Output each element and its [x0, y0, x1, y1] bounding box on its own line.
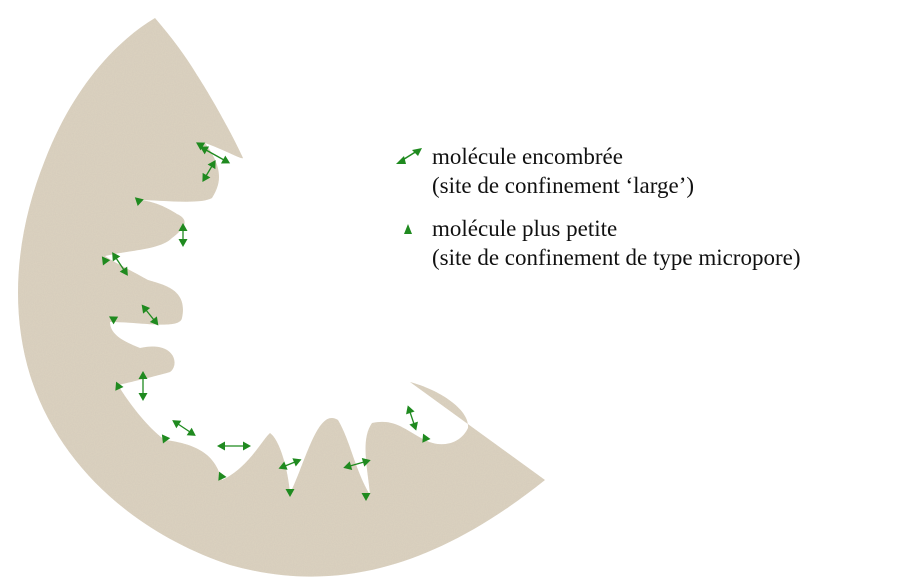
- legend-label-line1: molécule plus petite: [432, 214, 801, 243]
- triangle-marker-icon: [390, 216, 426, 240]
- legend-label-line2: (site de confinement de type micropore): [432, 243, 801, 272]
- arrow-head-right: [412, 148, 422, 156]
- double-arrow-head: [139, 393, 148, 401]
- double-arrow-marker-icon: [390, 144, 426, 168]
- arrow-head-left: [396, 156, 406, 164]
- legend-item-bulky-molecule: molécule encombrée (site de confinement …: [390, 142, 801, 200]
- double-arrow-shaft: [285, 462, 295, 466]
- legend-label-line1: molécule encombrée: [432, 142, 801, 171]
- double-arrow-head: [187, 428, 196, 436]
- porous-material-body: [18, 18, 545, 577]
- double-arrow-shaft: [178, 424, 190, 432]
- double-arrow-head: [243, 442, 251, 451]
- legend-item-small-molecule: molécule plus petite (site de confinemen…: [390, 214, 801, 272]
- legend: molécule encombrée (site de confinement …: [390, 142, 801, 272]
- legend-label-line2: (site de confinement ‘large’): [432, 171, 801, 200]
- double-arrow-head: [217, 442, 225, 451]
- double-arrow-shaft: [410, 412, 414, 424]
- double-arrow-head: [172, 420, 181, 428]
- triangle-head: [404, 224, 412, 234]
- double-arrow-head: [179, 239, 188, 247]
